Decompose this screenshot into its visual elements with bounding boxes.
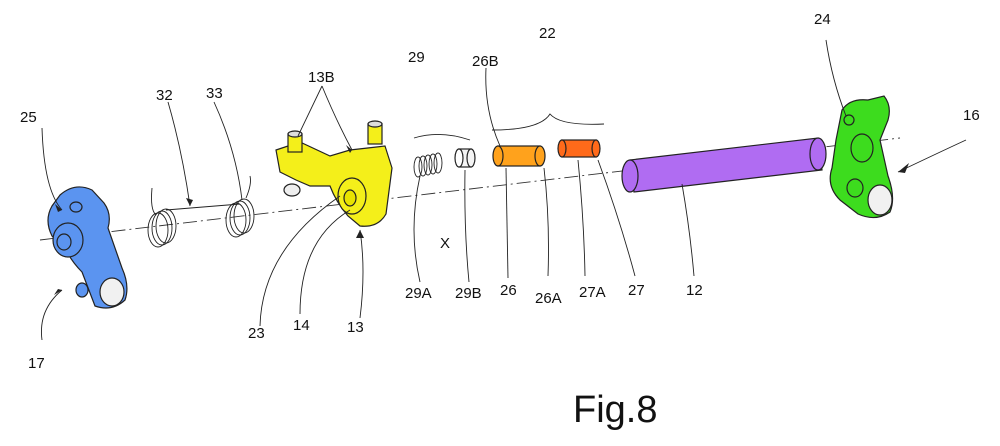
leader-lines <box>40 39 847 341</box>
part-29b-ring <box>454 148 476 168</box>
part-32-33-spring <box>147 175 255 248</box>
label-14: 14 <box>293 317 310 334</box>
label-24: 24 <box>814 11 831 28</box>
label-16: 16 <box>963 107 980 124</box>
figure-title: Fig.8 <box>573 389 657 431</box>
label-32: 32 <box>156 87 173 104</box>
part-29a-spring <box>413 152 443 178</box>
part-17-blue-lever <box>47 186 128 309</box>
label-13B: 13B <box>308 69 335 86</box>
part-27-bush <box>557 139 601 158</box>
label-12: 12 <box>686 282 703 299</box>
label-26: 26 <box>500 282 517 299</box>
label-29B: 29B <box>455 285 482 302</box>
label-26B: 26B <box>472 53 499 70</box>
label-13: 13 <box>347 319 364 336</box>
label-29: 29 <box>408 49 425 66</box>
arrow-16 <box>897 139 967 173</box>
part-26-bush <box>492 145 546 167</box>
part-13-yellow-rocker <box>275 120 393 227</box>
label-17: 17 <box>28 355 45 372</box>
reference-labels: 25 17 32 33 13B 23 14 13 29 29A 29B X 26… <box>20 11 980 372</box>
label-33: 33 <box>206 85 223 102</box>
label-23: 23 <box>248 325 265 342</box>
label-27A: 27A <box>579 284 606 301</box>
label-25: 25 <box>20 109 37 126</box>
label-26A: 26A <box>535 290 562 307</box>
part-16-green-lever <box>829 95 894 219</box>
label-27: 27 <box>628 282 645 299</box>
label-x-axis: X <box>440 235 450 252</box>
label-29A: 29A <box>405 285 432 302</box>
leader-arrows <box>54 145 364 295</box>
label-22: 22 <box>539 25 556 42</box>
part-12-shaft <box>621 137 827 193</box>
